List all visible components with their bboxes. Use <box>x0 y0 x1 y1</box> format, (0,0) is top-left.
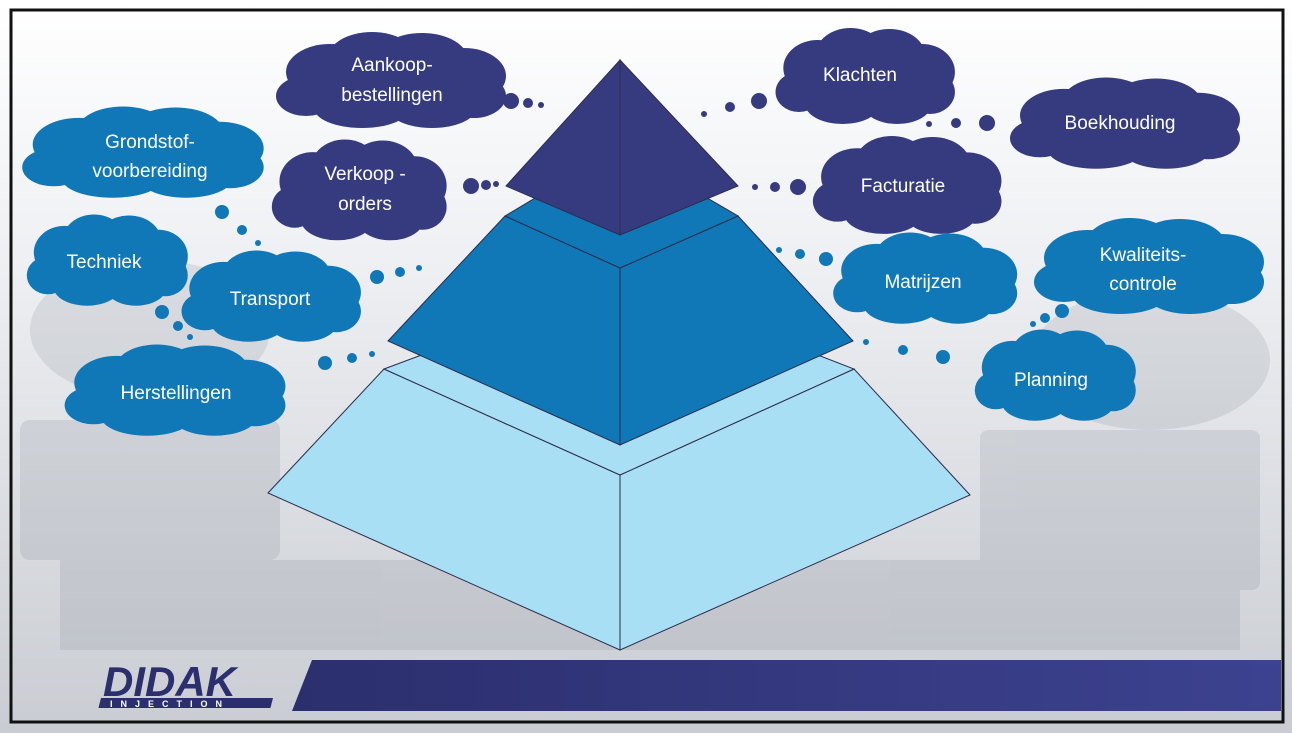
cloud-label-line1: Verkoop - <box>324 164 405 185</box>
pyramid-top-right-face <box>619 58 739 236</box>
cloud-label-line1: Matrijzen <box>884 272 961 293</box>
cloud-label-line2: orders <box>338 194 392 215</box>
cloud-planning: Planning <box>974 329 1136 421</box>
cloud-label-line1: Boekhouding <box>1065 113 1176 134</box>
footer-banner <box>292 660 1281 711</box>
cloud-verkoop: Verkoop - orders <box>271 139 447 241</box>
connector-dots <box>463 93 995 195</box>
cloud-transport: Transport <box>181 250 361 342</box>
cloud-label-line1: Herstellingen <box>121 383 232 404</box>
cloud-label-line1: Transport <box>230 289 311 310</box>
cloud-label-line1: Aankoop- <box>351 55 432 76</box>
pyramid <box>267 58 971 651</box>
cloud-label-line1: Facturatie <box>861 176 945 197</box>
cloud-grondstof: Grondstof- voorbereiding <box>22 106 264 198</box>
cloud-techniek: Techniek <box>26 214 188 306</box>
cloud-aankoop: Aankoop- bestellingen <box>276 32 506 128</box>
didak-logo: DIDAK INJECTION <box>98 658 273 709</box>
slide-border <box>9 8 1285 724</box>
cloud-label-line1: Klachten <box>823 65 897 86</box>
cloud-matrijzen: Matrijzen <box>833 232 1018 324</box>
cloud-label-line1: Techniek <box>67 252 142 273</box>
cloud-klachten: Klachten <box>775 28 955 124</box>
logo-brand-text: DIDAK <box>103 658 239 705</box>
cloud-boekhouding: Boekhouding <box>1010 77 1240 169</box>
cloud-label-line1: Planning <box>1014 370 1088 391</box>
cloud-label-line2: bestellingen <box>341 85 442 106</box>
connector-dots-blue <box>155 205 1069 370</box>
cloud-label-line1: Kwaliteits- <box>1100 245 1187 266</box>
cloud-kwaliteit: Kwaliteits- controle <box>1034 218 1264 314</box>
cloud-herstellingen: Herstellingen <box>64 344 286 436</box>
cloud-label-line2: controle <box>1109 274 1177 295</box>
cloud-label-line1: Grondstof- <box>105 132 195 153</box>
cloud-facturatie: Facturatie <box>812 136 1002 234</box>
cloud-label-line2: voorbereiding <box>92 161 207 182</box>
logo-tagline-text: INJECTION <box>110 699 230 709</box>
